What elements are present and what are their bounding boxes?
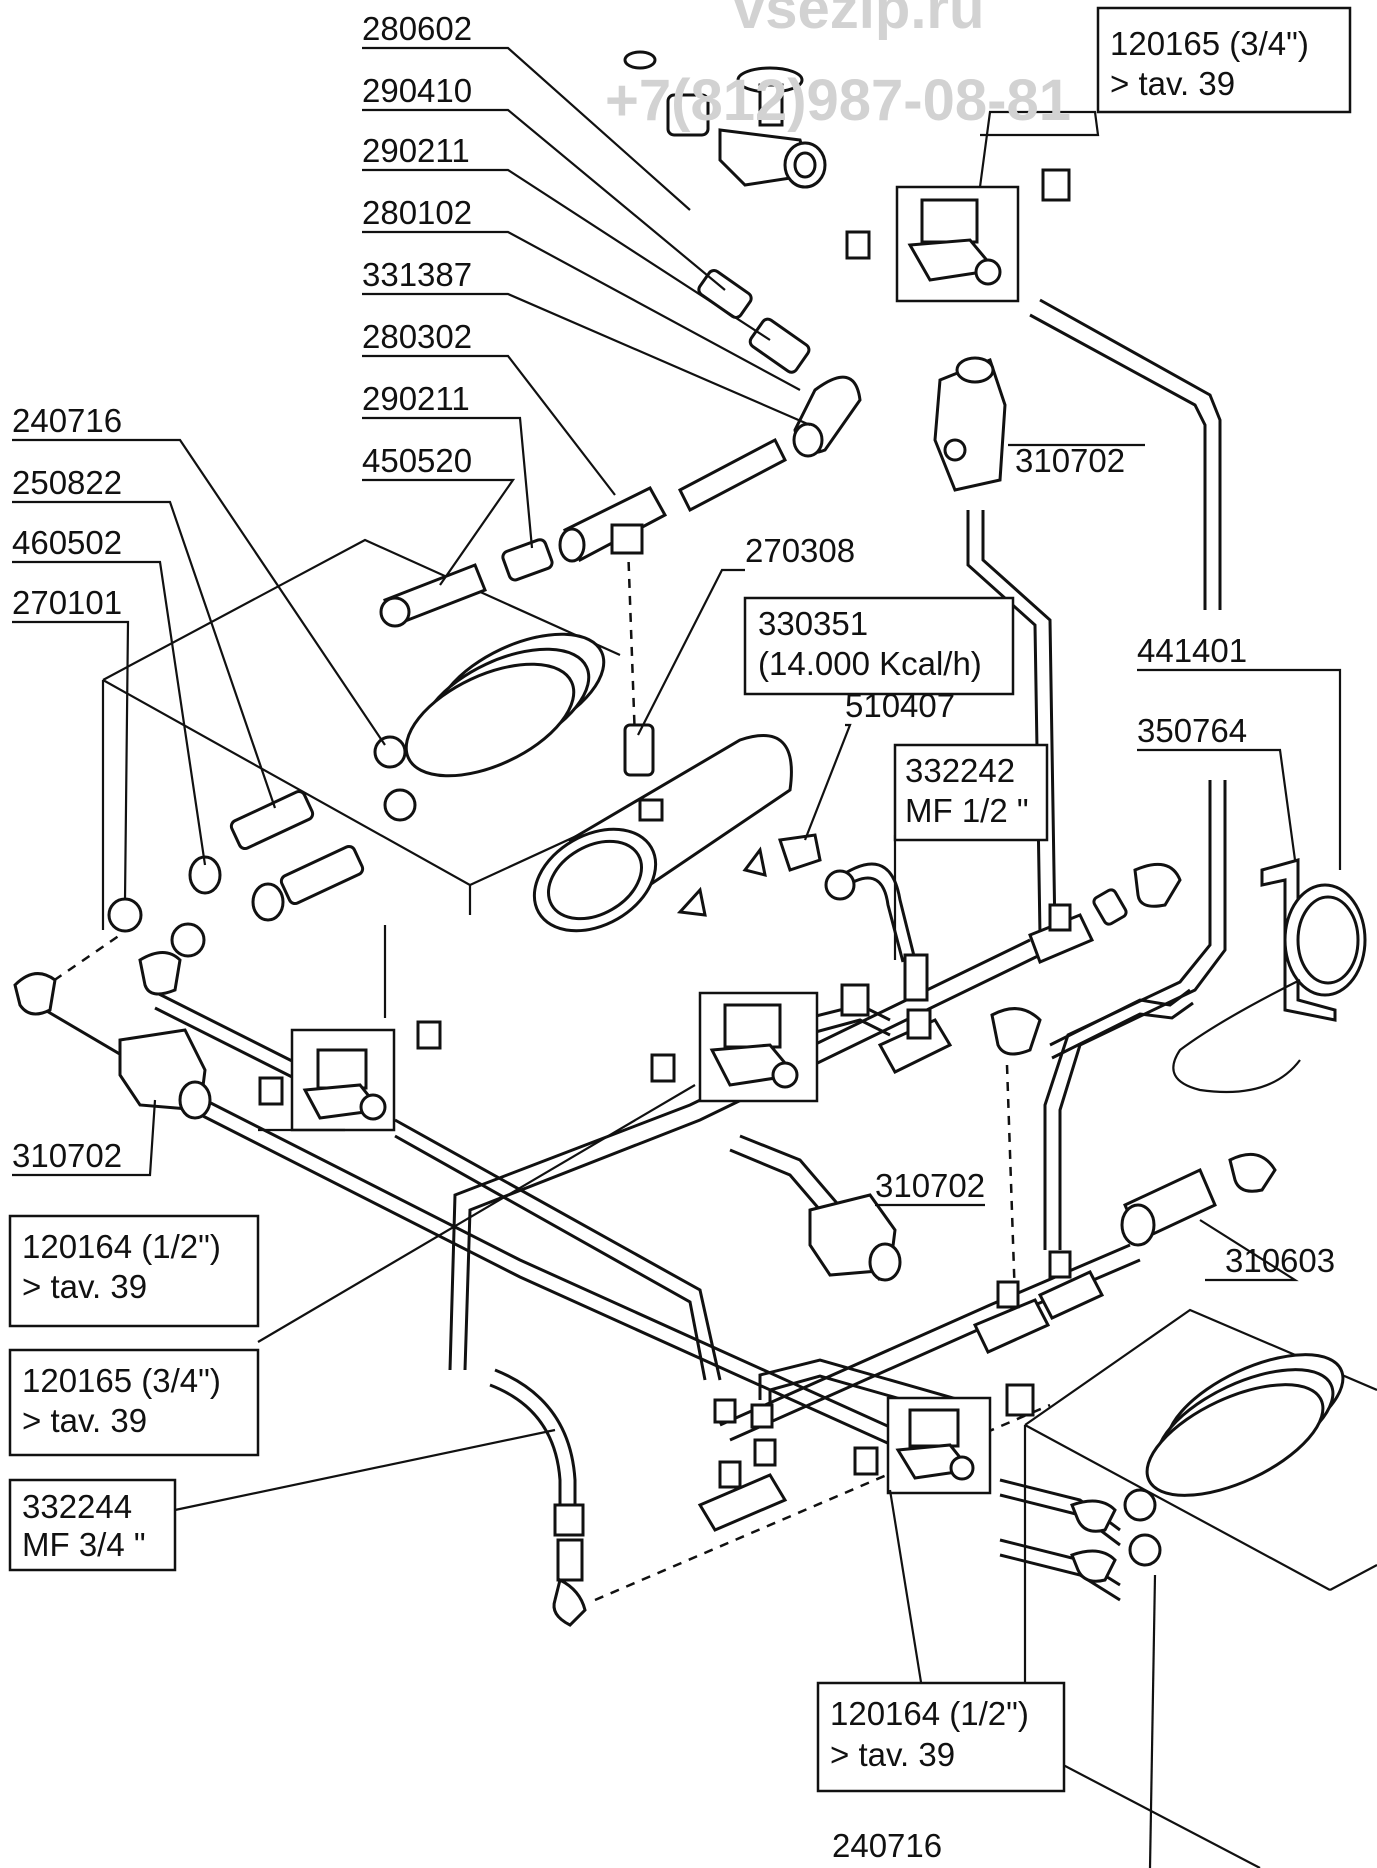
heating-coil-240716-right [1123,1353,1345,1567]
label-290410: 290410 [362,72,472,109]
label-350764: 350764 [1137,712,1247,749]
pipe-331387 [678,437,787,513]
tee-310603 [1120,1152,1277,1247]
label-270101: 270101 [12,584,122,621]
label-120164-bottom: 120164 (1/2") [830,1695,1029,1732]
label-box-330351 [743,596,1015,696]
center-tees [877,862,1182,1074]
watermark-phone: +7(812)987-08-81 [605,68,1071,133]
label-box-120165-left [8,1348,260,1457]
label-120164-left-ref: > tav. 39 [22,1268,147,1305]
label-120164-left: 120164 (1/2") [22,1228,221,1265]
pressure-gauge-350764 [1172,858,1367,1094]
lower-tees [697,1250,1105,1532]
label-280102: 280102 [362,194,472,231]
label-441401: 441401 [1137,632,1247,669]
connector-plugs [258,168,1071,1476]
label-box-120165-top [1096,6,1352,114]
leader-lines [12,46,1342,1739]
solenoid-valve-box-center [698,991,819,1103]
label-290211-mid: 290211 [362,380,470,417]
washers-460502 [188,855,285,922]
watermark-site: vsezip.ru [733,0,984,41]
label-box-120164-bottom [816,1681,1066,1793]
label-120164-bottom-ref: > tav. 39 [830,1736,955,1773]
elbow-510407 [778,833,822,872]
label-box-332242 [893,743,1049,842]
solenoid-valve-box-bottom [886,1396,992,1495]
label-280302: 280302 [362,318,472,355]
label-310702-top: 310702 [1015,442,1125,479]
label-331387: 331387 [362,256,472,293]
block-310702-mid [808,1193,902,1282]
flex-hose-332242 [824,862,929,1002]
label-332244-note: MF 3/4 " [22,1526,146,1563]
label-box-332244 [8,1478,177,1572]
label-240716-bottom: 240716 [832,1827,942,1864]
label-332242: 332242 [905,752,1015,789]
nipple-290211-top [748,317,811,374]
label-120165-left-ref: > tav. 39 [22,1402,147,1439]
label-box-120164-left [8,1214,260,1328]
label-510407: 510407 [845,687,955,724]
connector-450520 [379,563,487,628]
label-120165-top-ref: > tav. 39 [1110,65,1235,102]
label-290211-top: 290211 [362,132,470,169]
block-310702-left [118,1028,212,1120]
elbow-center-right [990,1007,1042,1056]
label-310702-left: 310702 [12,1137,122,1174]
heating-coil-240716-left [373,632,606,822]
label-280602: 280602 [362,10,472,47]
label-332244: 332244 [22,1488,132,1525]
label-310702-mid: 310702 [875,1167,985,1204]
label-250822: 250822 [12,464,122,501]
nipple-290211-mid [501,538,554,582]
label-240716-left: 240716 [12,402,122,439]
tee-280302 [558,486,668,563]
block-310702-top [933,356,1007,492]
elbows-right [1070,1499,1117,1583]
solenoid-valve-box-top [895,185,1020,303]
nuts-270101 [107,897,206,958]
label-450520: 450520 [362,442,472,479]
elbows-left [13,951,182,1016]
fitting-270308 [623,723,655,777]
label-330351-note: (14.000 Kcal/h) [758,645,982,682]
label-330351: 330351 [758,605,868,642]
label-120165-top: 120165 (3/4") [1110,25,1309,62]
heat-exchanger-330351 [532,734,793,933]
fittings-250822 [229,789,365,906]
solenoid-valve-box-left [290,1028,396,1132]
flex-hose-332244 [489,1368,587,1627]
label-460502: 460502 [12,524,122,561]
label-310603: 310603 [1225,1242,1335,1279]
elbow-280102 [792,375,862,458]
label-270308: 270308 [745,532,855,569]
label-332242-note: MF 1/2 " [905,792,1029,829]
valve-280602 [623,50,827,189]
label-120165-left: 120165 (3/4") [22,1362,221,1399]
